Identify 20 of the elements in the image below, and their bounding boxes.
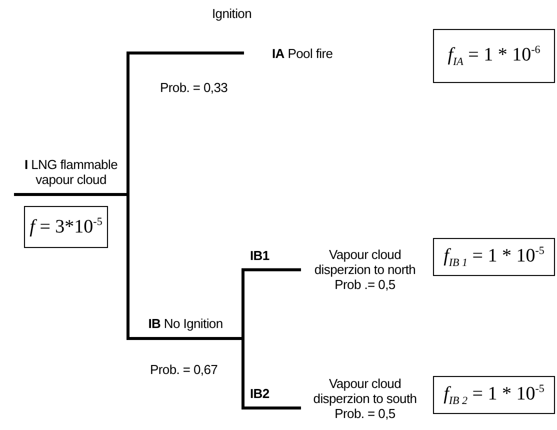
outcome-label: Prob. = 0,5 — [334, 406, 396, 420]
probability-label: Prob. = 0,33 — [160, 80, 228, 95]
outcome-label: Vapour cloud disperzion to north — [313, 246, 417, 276]
outcome-label: IA Pool fire — [272, 46, 333, 60]
edge-label: IB1 — [250, 248, 270, 263]
frequency-formula-box: f = 3*10$^{-5}$ — [24, 206, 108, 248]
frequency-formula-box: f$_{IB 2}$ = 1 * 10$^{-5}$ — [433, 376, 555, 414]
event-label: I LNG flammable vapour cloud — [23, 157, 119, 187]
frequency-formula-box: f$_{IA}$ = 1 * 10$^{-6}$ — [433, 29, 555, 83]
branch-line — [126, 52, 244, 196]
frequency-formula-box: f$_{IB 1}$ = 1 * 10$^{-5}$ — [433, 238, 555, 276]
branch-label: IB No Ignition — [147, 316, 224, 331]
probability-label: Prob. = 0,67 — [150, 362, 218, 377]
branch-line — [242, 340, 301, 410]
branch-line — [242, 268, 301, 340]
outcome-label: Prob .= 0,5 — [334, 276, 396, 292]
branch-line — [126, 196, 130, 342]
edge-label: IB2 — [250, 386, 270, 401]
branch-heading: Ignition — [212, 6, 252, 21]
outcome-label: Vapour cloud disperzion to south — [312, 376, 418, 406]
